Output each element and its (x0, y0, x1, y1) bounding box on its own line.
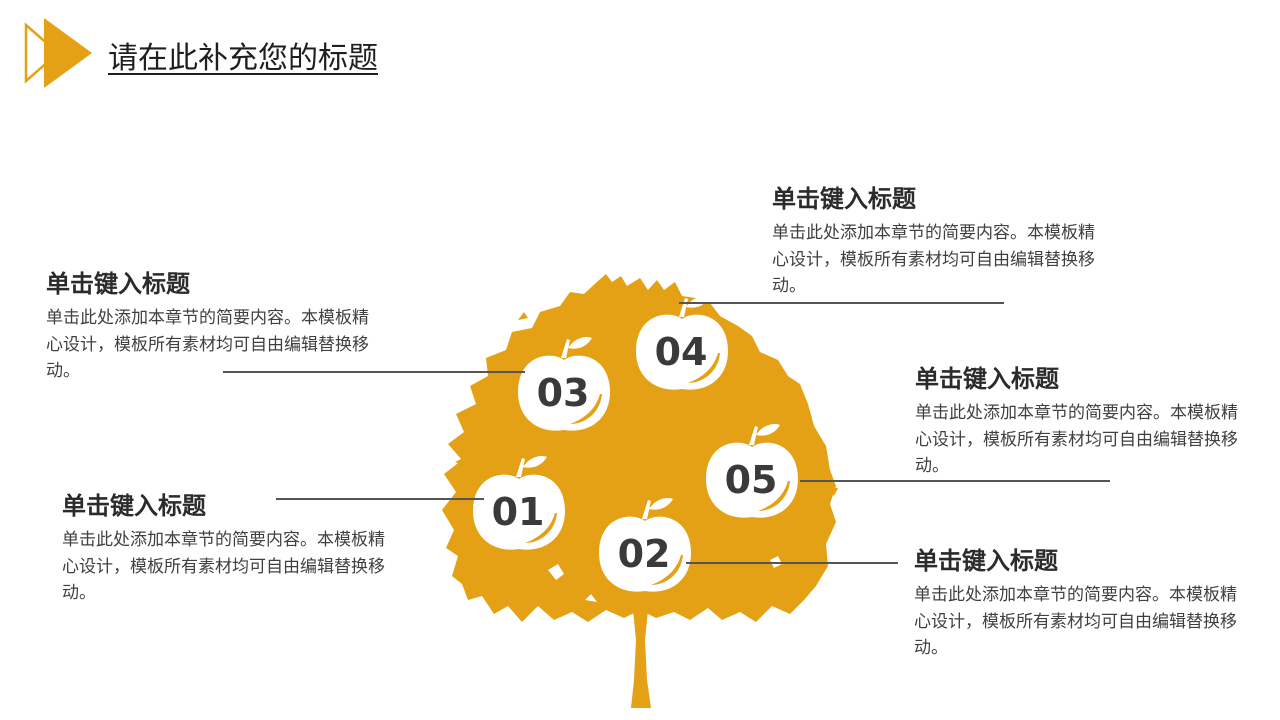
text-block-01: 单击键入标题 单击此处添加本章节的简要内容。本模板精心设计，模板所有素材均可自由… (62, 486, 392, 607)
apple-number-label: 05 (725, 458, 778, 502)
apple-number-label: 03 (537, 371, 590, 415)
apple-shade (651, 555, 683, 585)
tree-trunk (631, 610, 651, 708)
block-heading: 单击键入标题 (46, 270, 190, 298)
apple-body (636, 314, 728, 390)
apple-marker-03: 03 (518, 337, 610, 431)
apple-leaf (756, 424, 780, 436)
apple-stem (516, 458, 525, 477)
connector-line-01 (276, 498, 484, 500)
apple-shade (570, 394, 602, 424)
block-body: 单击此处添加本章节的简要内容。本模板精心设计，模板所有素材均可自由编辑替换移动。 (62, 530, 385, 603)
apple-marker-04: 04 (636, 296, 728, 390)
connector-line-02 (686, 562, 898, 564)
connector-line-03 (223, 371, 525, 373)
text-block-02: 单击键入标题 单击此处添加本章节的简要内容。本模板精心设计，模板所有素材均可自由… (914, 541, 1244, 662)
text-block-03: 单击键入标题 单击此处添加本章节的简要内容。本模板精心设计，模板所有素材均可自由… (46, 264, 376, 385)
apple-body (473, 474, 565, 550)
apple-stem (561, 339, 570, 358)
apple-marker-02: 02 (599, 498, 691, 592)
play-arrow-logo-icon (24, 18, 92, 88)
page-title: 请在此补充您的标题 (108, 41, 378, 76)
text-block-04: 单击键入标题 单击此处添加本章节的简要内容。本模板精心设计，模板所有素材均可自由… (772, 179, 1102, 300)
connector-line-04 (679, 302, 1004, 304)
block-body: 单击此处添加本章节的简要内容。本模板精心设计，模板所有素材均可自由编辑替换移动。 (915, 403, 1238, 476)
apple-leaf (523, 456, 547, 468)
apple-marker-01: 01 (473, 456, 565, 550)
block-heading: 单击键入标题 (915, 365, 1059, 393)
text-block-05: 单击键入标题 单击此处添加本章节的简要内容。本模板精心设计，模板所有素材均可自由… (915, 359, 1245, 480)
apple-leaf (649, 498, 673, 510)
block-body: 单击此处添加本章节的简要内容。本模板精心设计，模板所有素材均可自由编辑替换移动。 (772, 223, 1095, 296)
block-body: 单击此处添加本章节的简要内容。本模板精心设计，模板所有素材均可自由编辑替换移动。 (914, 585, 1237, 658)
apple-body (599, 516, 691, 592)
apple-leaf (568, 337, 592, 349)
block-heading: 单击键入标题 (914, 547, 1058, 575)
apple-number-label: 01 (492, 490, 545, 534)
apple-stem (749, 426, 758, 445)
block-body: 单击此处添加本章节的简要内容。本模板精心设计，模板所有素材均可自由编辑替换移动。 (46, 308, 369, 381)
apple-body (706, 442, 798, 518)
apple-number-label: 04 (655, 330, 708, 374)
apple-body (518, 355, 610, 431)
connector-line-05 (800, 480, 1110, 482)
apple-marker-05: 05 (706, 424, 798, 518)
block-heading: 单击键入标题 (62, 492, 206, 520)
apple-shade (525, 513, 557, 543)
apple-leaf (686, 296, 710, 308)
apple-shade (758, 481, 790, 511)
apple-shade (688, 353, 720, 383)
apple-stem (642, 500, 651, 519)
apple-markers: 01 02 03 04 05 (473, 296, 798, 592)
block-heading: 单击键入标题 (772, 185, 916, 213)
apple-number-label: 02 (618, 532, 671, 576)
